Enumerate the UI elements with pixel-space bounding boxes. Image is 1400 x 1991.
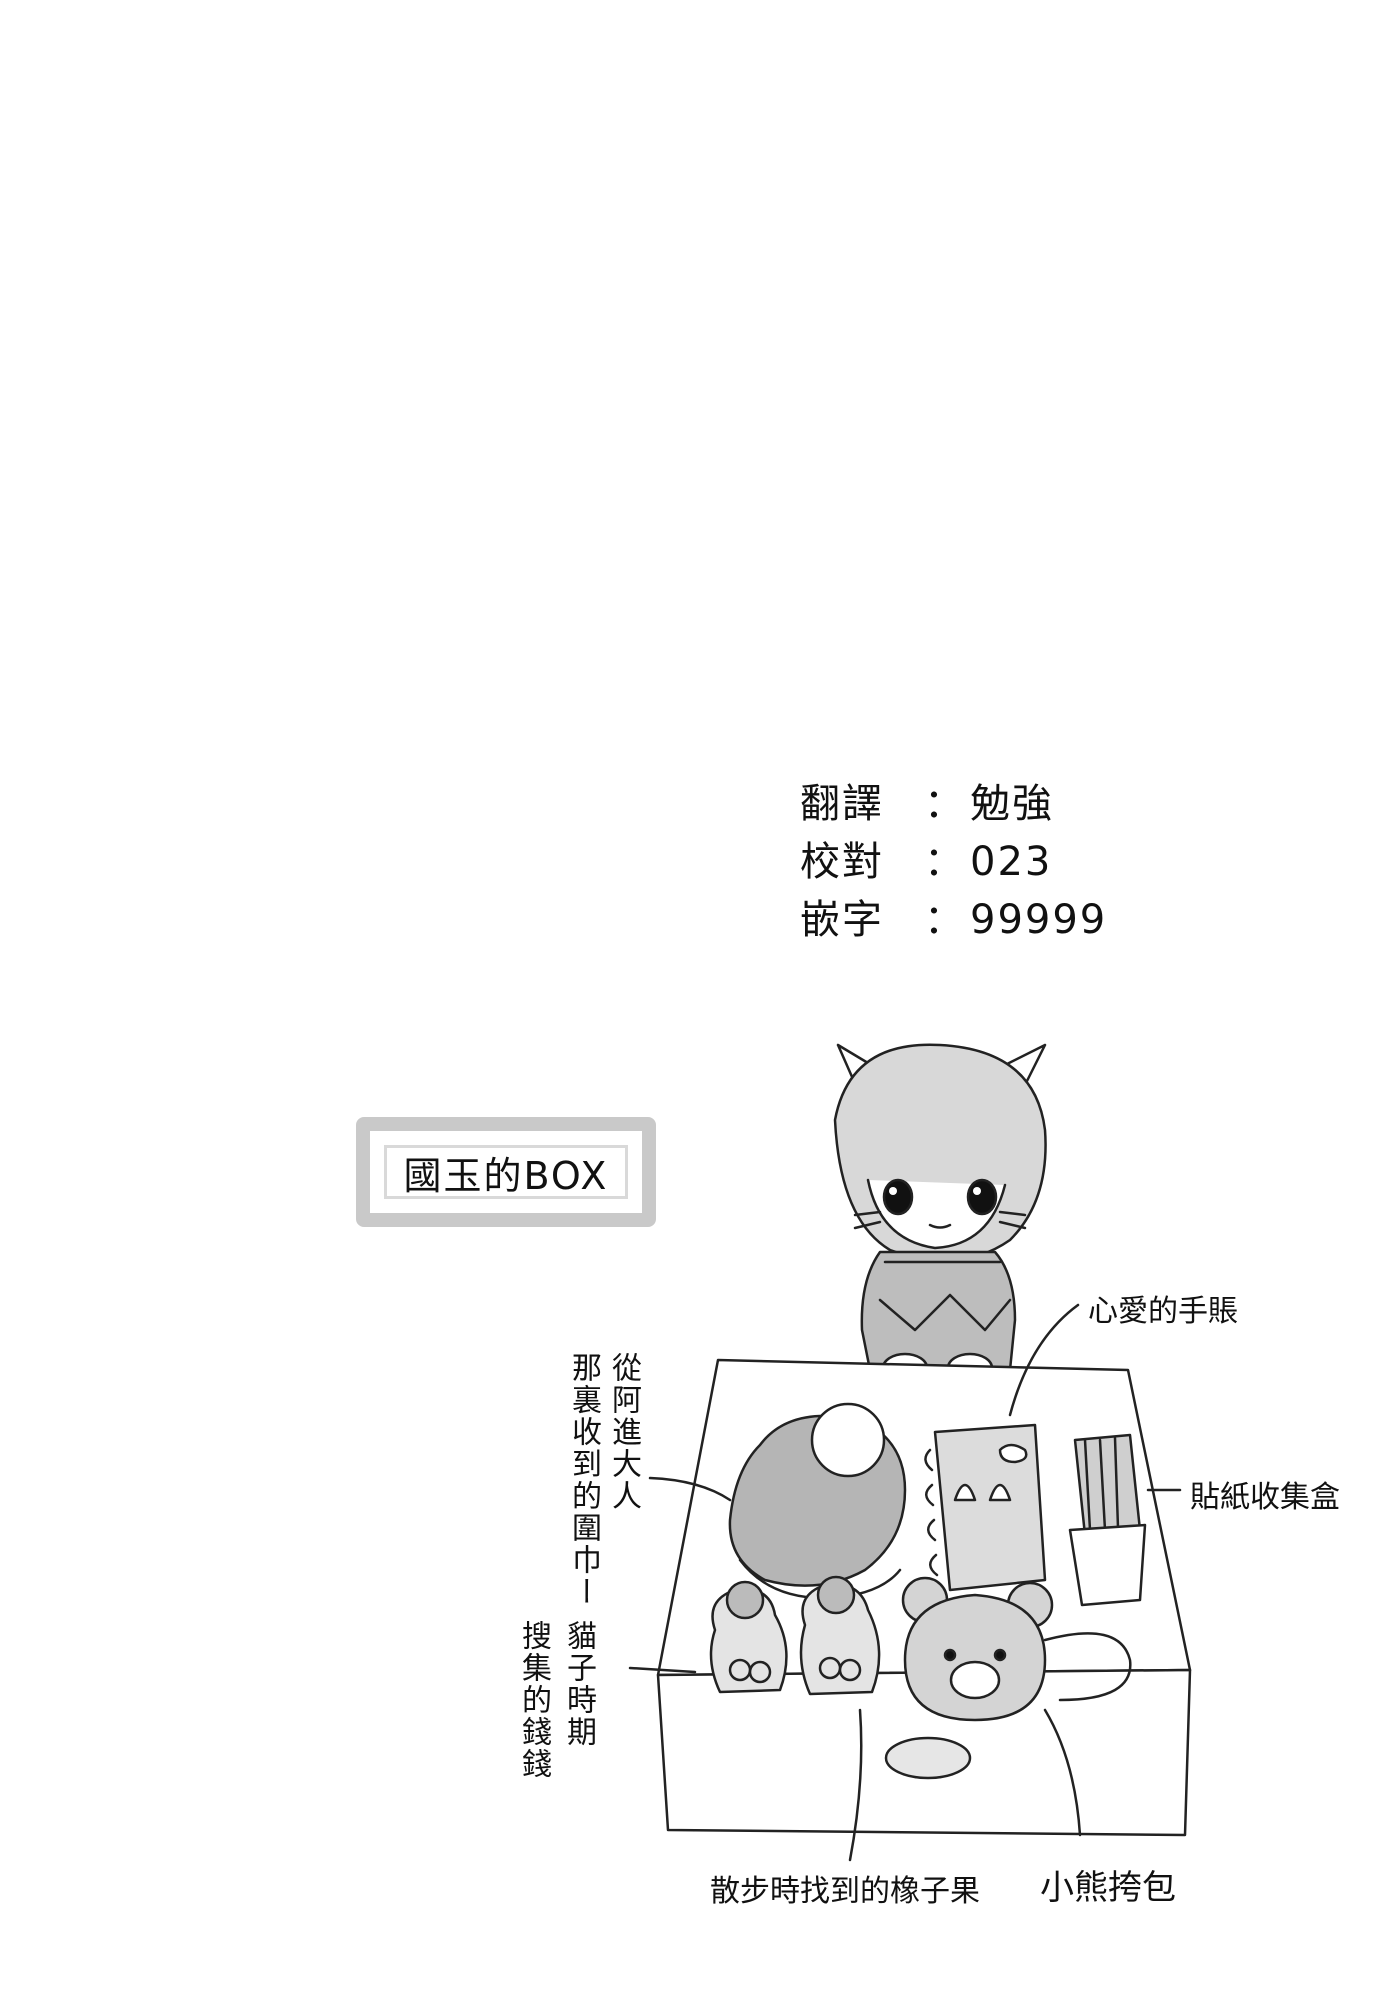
callout-line-scarf	[648, 1476, 732, 1502]
credit-role: 嵌字	[800, 897, 884, 943]
callout-line-bear	[1043, 1708, 1082, 1837]
credit-role: 翻譯	[800, 781, 884, 827]
credit-name: 023	[970, 839, 1053, 885]
cat-boy-figure	[833, 1043, 1047, 1384]
credit-row-proofreading: 校對 ： 023	[800, 833, 1107, 891]
credit-row-typesetting: 嵌字 ： 99999	[800, 891, 1107, 949]
credit-role: 校對	[800, 839, 884, 885]
callout-line-notebook	[1008, 1303, 1080, 1417]
box-title: 國玉的BOX	[384, 1145, 628, 1199]
label-scarf-line2: 那裏收到的圍巾ー	[566, 1352, 601, 1608]
box-title-frame: 國玉的BOX	[356, 1117, 656, 1227]
label-money-line1: 貓子時期	[561, 1620, 596, 1748]
credit-separator: ：	[924, 839, 966, 885]
money-jars-item	[709, 1575, 881, 1696]
sticker-box-item	[1068, 1433, 1147, 1607]
credit-name: 勉強	[970, 781, 1054, 827]
label-bear-bag: 小熊挎包	[1040, 1868, 1176, 1908]
label-money-line2: 搜集的錢錢	[516, 1620, 551, 1780]
credit-separator: ：	[924, 781, 966, 827]
label-acorns: 散步時找到的橡子果	[710, 1874, 980, 1909]
callout-line-acorns	[848, 1708, 863, 1862]
label-notebook: 心愛的手賬	[1088, 1294, 1238, 1329]
credit-separator: ：	[924, 897, 966, 943]
credits-block: 翻譯 ： 勉強 校對 ： 023 嵌字 ： 99999	[800, 775, 1107, 949]
callout-line-money	[628, 1666, 697, 1674]
credit-row-translation: 翻譯 ： 勉強	[800, 775, 1107, 833]
label-sticker-box: 貼紙收集盒	[1190, 1480, 1340, 1515]
scarf-item	[728, 1402, 907, 1600]
label-scarf-line1: 從阿進大人	[606, 1352, 641, 1512]
credit-name: 99999	[970, 897, 1108, 943]
bear-bag-item	[901, 1576, 1132, 1722]
notebook-item	[924, 1423, 1047, 1592]
